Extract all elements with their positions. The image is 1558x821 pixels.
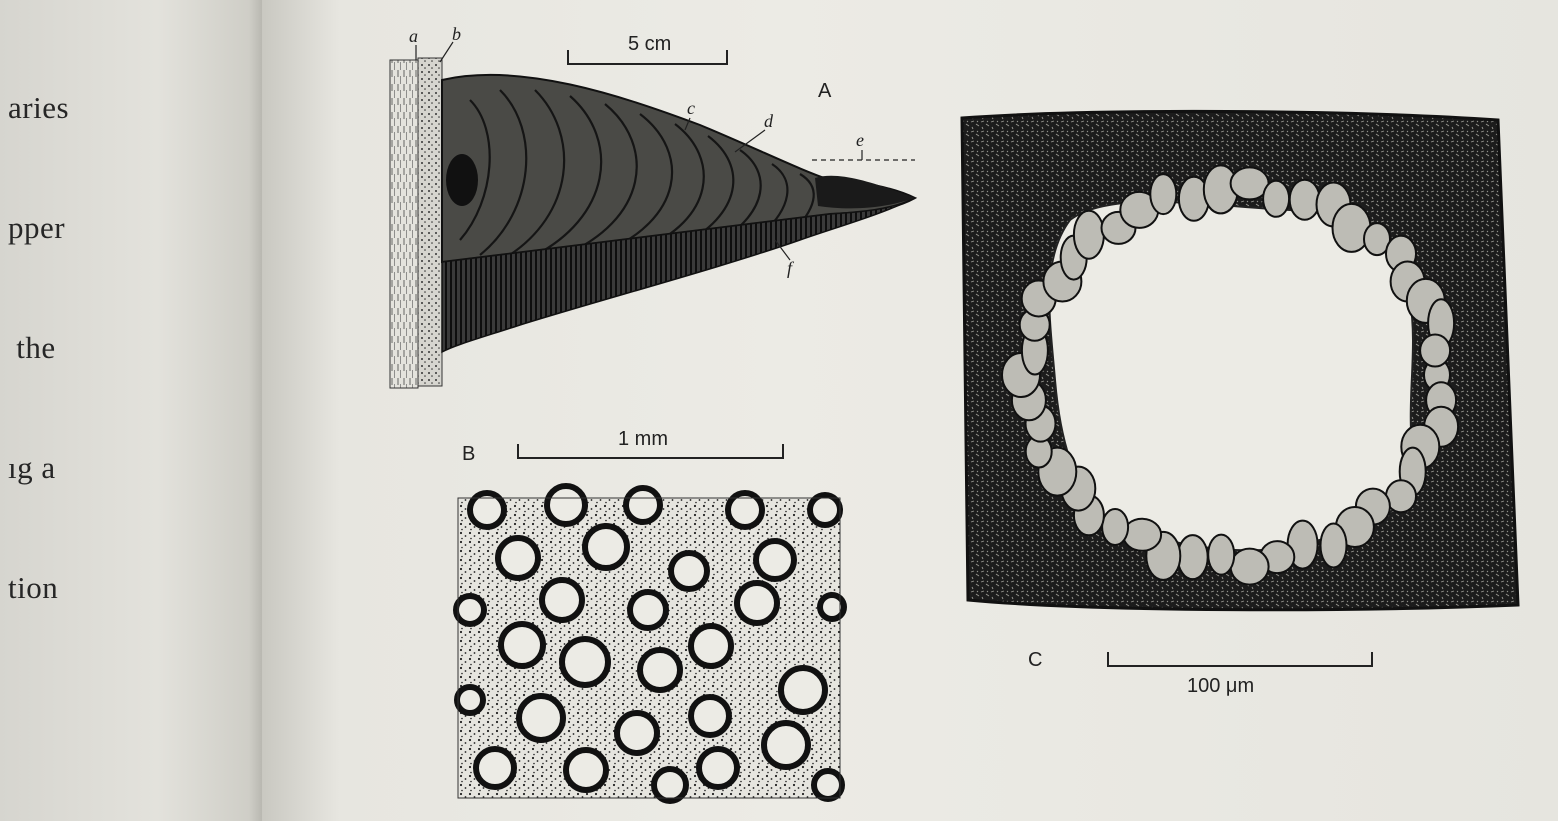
- pore: [456, 596, 484, 624]
- pore: [498, 538, 538, 578]
- pore: [781, 668, 825, 712]
- panel-label-a: A: [818, 80, 832, 102]
- hymenium-cell: [1102, 509, 1128, 545]
- conk-centre: [446, 154, 478, 206]
- hymenium-cell: [1290, 180, 1320, 220]
- hymenium-cell: [1208, 535, 1234, 575]
- callout-e: e: [856, 130, 864, 150]
- pore: [457, 687, 483, 713]
- pore: [691, 697, 729, 735]
- pore: [542, 580, 582, 620]
- hymenium-cell: [1074, 211, 1104, 259]
- pore: [617, 713, 657, 753]
- pore: [585, 526, 627, 568]
- scale-label-c: 100 μm: [1187, 675, 1254, 697]
- pore: [810, 495, 840, 525]
- hymenium-cell: [1178, 535, 1208, 579]
- pore: [630, 592, 666, 628]
- panel-a-drawing: a b c d e f 5 cm A: [390, 24, 915, 388]
- panel-c-drawing: 100 μm C: [962, 111, 1518, 697]
- callout-c: c: [687, 98, 695, 118]
- panel-label-b: B: [462, 443, 475, 465]
- hymenium-cell: [1420, 335, 1450, 367]
- pore: [547, 486, 585, 524]
- pore: [737, 583, 777, 623]
- panel-label-c: C: [1028, 649, 1042, 671]
- pore: [764, 723, 808, 767]
- hymenium-cell: [1150, 174, 1176, 214]
- pore: [691, 626, 731, 666]
- pore: [519, 696, 563, 740]
- scale-bar-c: [1108, 652, 1372, 666]
- pore: [699, 749, 737, 787]
- pore: [626, 488, 660, 522]
- pore: [814, 771, 842, 799]
- callout-b: b: [452, 24, 461, 44]
- pore: [501, 624, 543, 666]
- pore: [756, 541, 794, 579]
- pore: [566, 750, 606, 790]
- pore: [640, 650, 680, 690]
- hymenium-cell: [1231, 549, 1269, 585]
- callout-d: d: [764, 111, 774, 131]
- pore: [476, 749, 514, 787]
- pore: [671, 553, 707, 589]
- hymenium-cell: [1321, 524, 1347, 568]
- panel-b-drawing: 1 mm B: [456, 428, 844, 801]
- callout-a: a: [409, 26, 418, 46]
- callout-f: f: [787, 258, 795, 278]
- trunk-bark: [418, 58, 442, 386]
- scale-label-b: 1 mm: [618, 428, 668, 450]
- pore: [654, 769, 686, 801]
- scale-label-a: 5 cm: [628, 33, 671, 55]
- pore: [562, 639, 608, 685]
- trunk-wood: [390, 60, 418, 388]
- hymenium-cell: [1263, 181, 1289, 217]
